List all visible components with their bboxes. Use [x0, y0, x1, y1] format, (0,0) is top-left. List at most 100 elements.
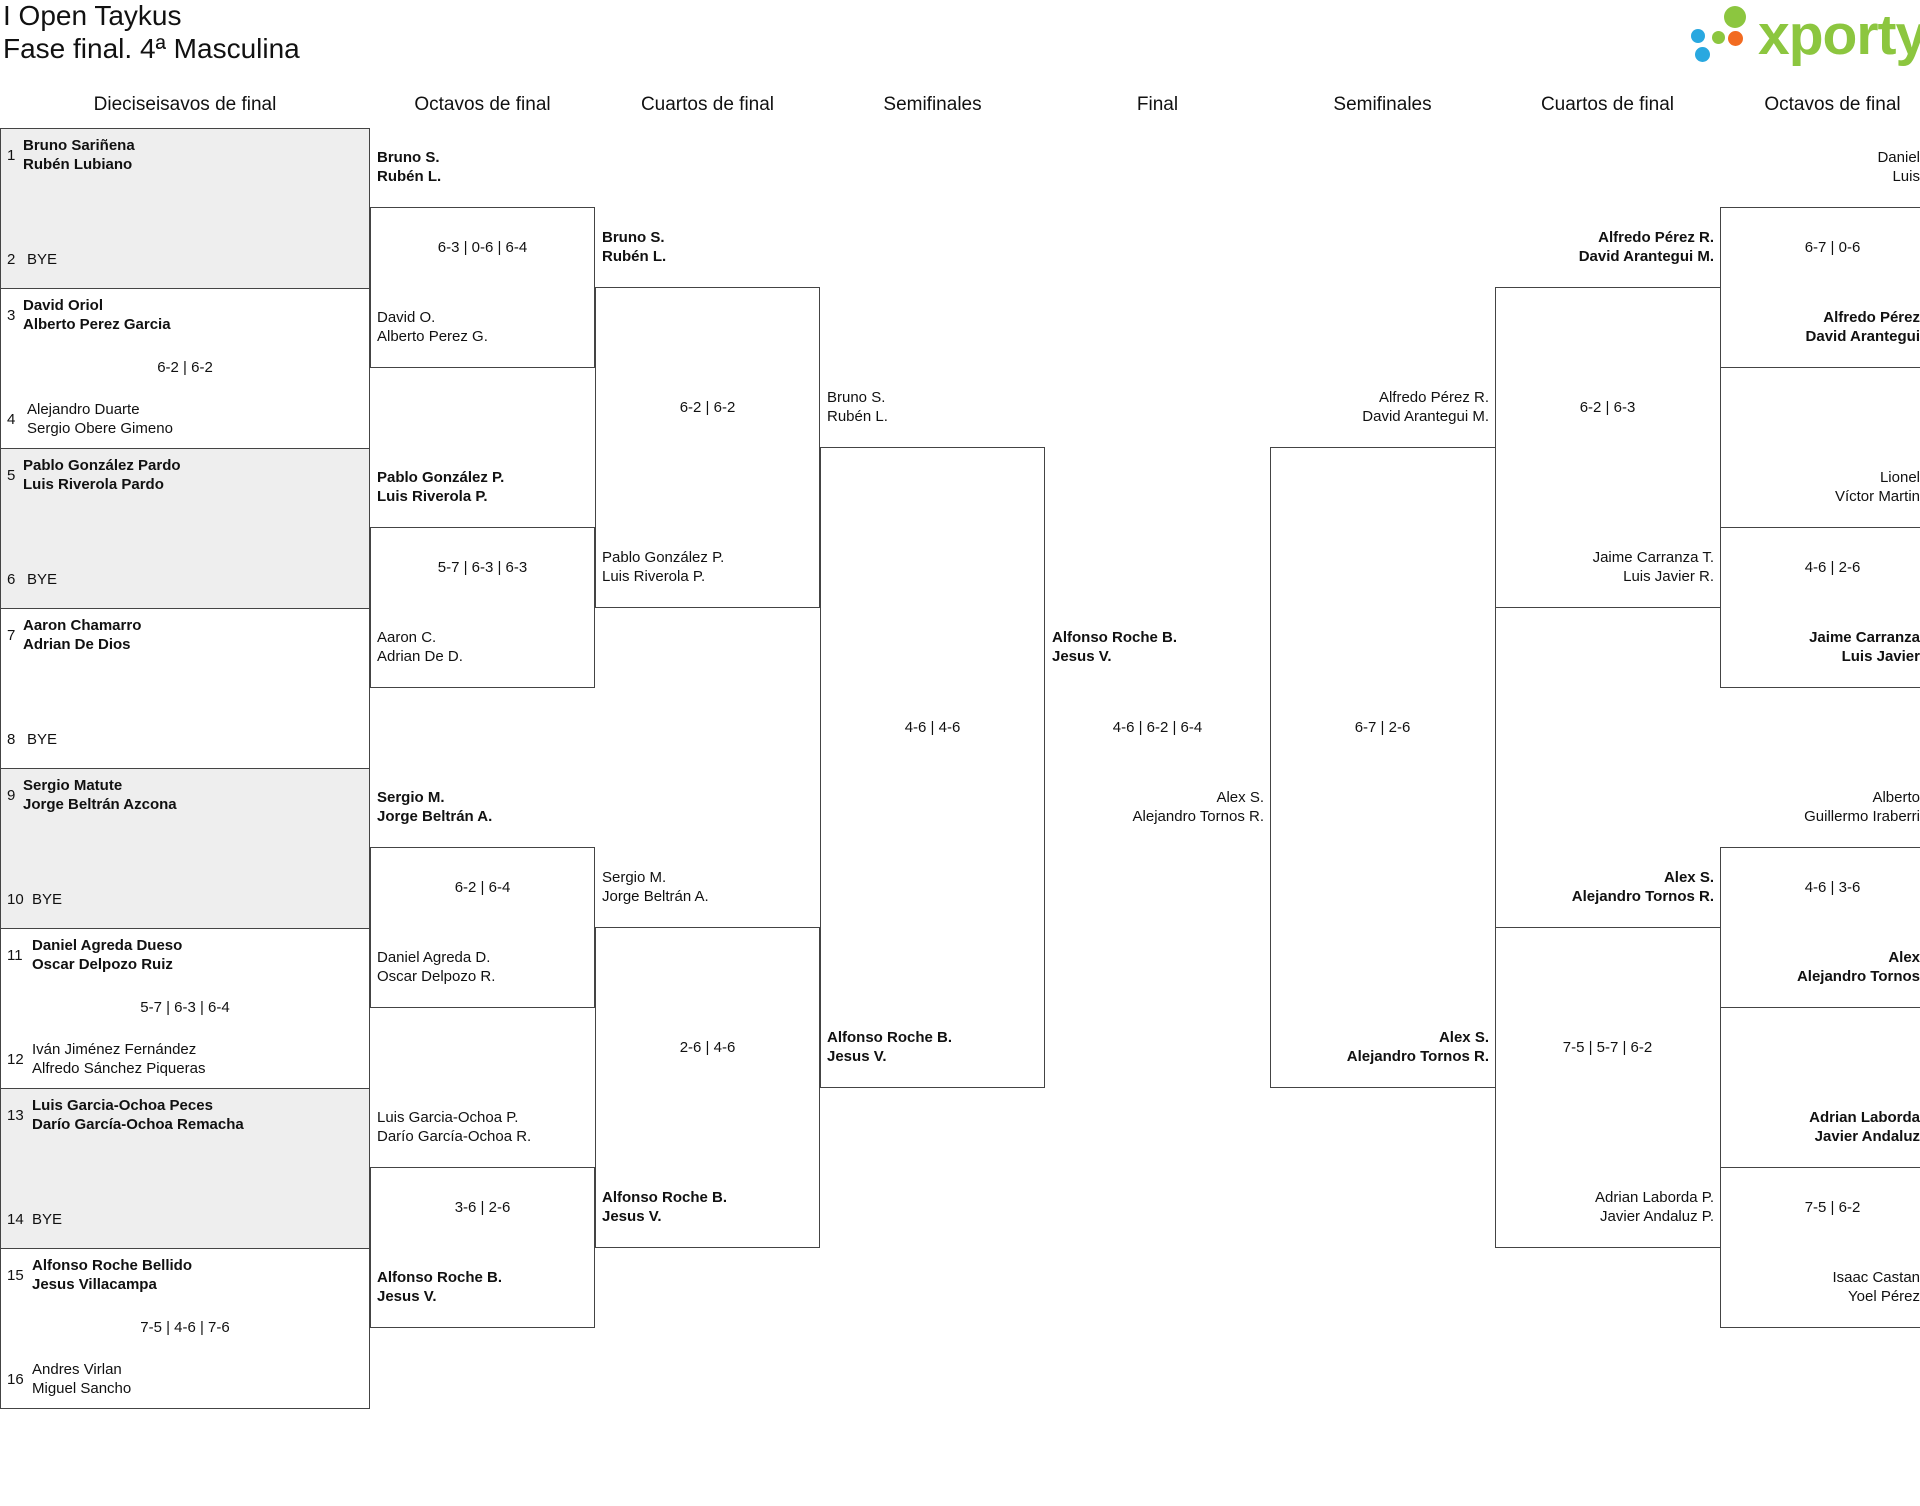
phase-title: Fase final. 4ª Masculina [3, 33, 300, 64]
match-box [595, 927, 820, 1248]
team: Alfredo Pérez R.David Arantegui M. [1362, 389, 1489, 425]
logo-dot-green [1724, 6, 1746, 28]
match-box [370, 1167, 595, 1328]
team-winner: Alfredo Pérez R.David Arantegui M. [1578, 229, 1714, 265]
match-box [595, 287, 820, 608]
match-box [1495, 287, 1721, 608]
match-score: 3-6 | 2-6 [454, 1199, 511, 1216]
champion-team: Alfonso Roche B.Jesus V. [1052, 629, 1178, 665]
team: Luis Garcia-Ochoa P.Darío García-Ochoa R… [377, 1109, 532, 1145]
match-score: 7-5 | 4-6 | 7-6 [140, 1319, 230, 1336]
match-score: 6-2 | 6-4 [454, 879, 511, 896]
seed-number: 8 [7, 731, 16, 748]
team: Adrian Laborda P.Javier Andaluz P. [1595, 1189, 1714, 1225]
match-score: 5-7 | 6-3 | 6-4 [140, 999, 230, 1016]
seed-number: 4 [7, 411, 16, 428]
column-header-qf-right: Cuartos de final [1540, 94, 1675, 115]
match-box [1720, 847, 1920, 1008]
seed-number: 14 [7, 1211, 24, 1228]
match-score: 4-6 | 2-6 [1804, 559, 1861, 576]
seed-number: 11 [7, 947, 23, 964]
r32-match-box [0, 1248, 370, 1409]
match-box [370, 847, 595, 1008]
match-score: 7-5 | 5-7 | 6-2 [1562, 1039, 1653, 1056]
seed-number: 7 [7, 627, 16, 644]
team-winner: Alfonso Roche B.Jesus V. [377, 1269, 503, 1305]
team-winner: Bruno S.Rubén L. [602, 229, 667, 265]
column-header-final: Final [1136, 94, 1179, 115]
team: Aaron C.Adrian De D. [377, 629, 463, 665]
team-winner: Alex S.Alejandro Tornos R. [1571, 869, 1714, 905]
match-score: 4-6 | 4-6 [904, 719, 961, 736]
match-score: 6-2 | 6-2 [679, 399, 736, 416]
match-box [820, 447, 1045, 1088]
seed-number: 13 [7, 1107, 24, 1124]
match-score: 4-6 | 3-6 [1804, 879, 1861, 896]
match-score: 6-7 | 2-6 [1354, 719, 1411, 736]
logo-dot-blue-small [1695, 47, 1710, 62]
seed-number: 6 [7, 571, 16, 588]
column-header-sf-left: Semifinales [883, 94, 982, 115]
seed-number: 10 [7, 891, 24, 908]
r32-match-box [0, 1088, 370, 1249]
column-header-r32: Dieciseisavos de final [93, 94, 277, 115]
match-box [1720, 1167, 1920, 1328]
logo-dot-green-small [1712, 31, 1725, 44]
team-winner: Pablo González P.Luis Riverola P. [377, 469, 505, 505]
team-winner: Alfonso Roche B.Jesus V. [827, 1029, 953, 1065]
xporty-logo: xporty [1688, 0, 1920, 70]
bye-label: BYE [27, 251, 58, 268]
seed-number: 15 [7, 1267, 24, 1284]
match-score: 5-7 | 6-3 | 6-3 [437, 559, 528, 576]
column-header-sf-right: Semifinales [1333, 94, 1432, 115]
match-box [1495, 927, 1721, 1248]
seed-number: 1 [7, 147, 16, 164]
seed-number: 2 [7, 251, 16, 268]
team: Pablo González P.Luis Riverola P. [602, 549, 725, 585]
team: Jaime Carranza T.Luis Javier R. [1592, 549, 1714, 585]
team: Sergio M.Jorge Beltrán A. [602, 869, 709, 905]
column-header-r16-left: Octavos de final [414, 94, 551, 115]
bye-label: BYE [27, 731, 58, 748]
r32-match-box [0, 768, 370, 929]
match-score: 6-2 | 6-2 [157, 359, 213, 376]
tournament-title: I Open Taykus [3, 0, 182, 31]
match-score: 7-5 | 6-2 [1804, 1199, 1861, 1216]
match-box [370, 527, 595, 688]
final-score: 4-6 | 6-2 | 6-4 [1112, 719, 1203, 736]
team: David O.Alberto Perez G. [377, 309, 488, 345]
column-header-qf-left: Cuartos de final [640, 94, 775, 115]
seed-number: 16 [7, 1371, 24, 1388]
match-score: 2-6 | 4-6 [679, 1039, 736, 1056]
seed-number: 9 [7, 787, 16, 804]
match-box [1720, 527, 1920, 688]
match-score: 6-3 | 0-6 | 6-4 [437, 239, 528, 256]
team-winner: Alex S.Alejandro Tornos R. [1346, 1029, 1489, 1065]
seed-number: 12 [7, 1051, 24, 1068]
logo-text: xporty [1758, 3, 1920, 67]
r32-match-box [0, 128, 370, 289]
team: Alex S.Alejandro Tornos R. [1132, 789, 1264, 825]
seed-number: 3 [7, 307, 16, 324]
logo-dot-blue [1691, 29, 1705, 43]
match-box [370, 207, 595, 368]
team-winner: Sergio M.Jorge Beltrán A. [377, 789, 493, 825]
